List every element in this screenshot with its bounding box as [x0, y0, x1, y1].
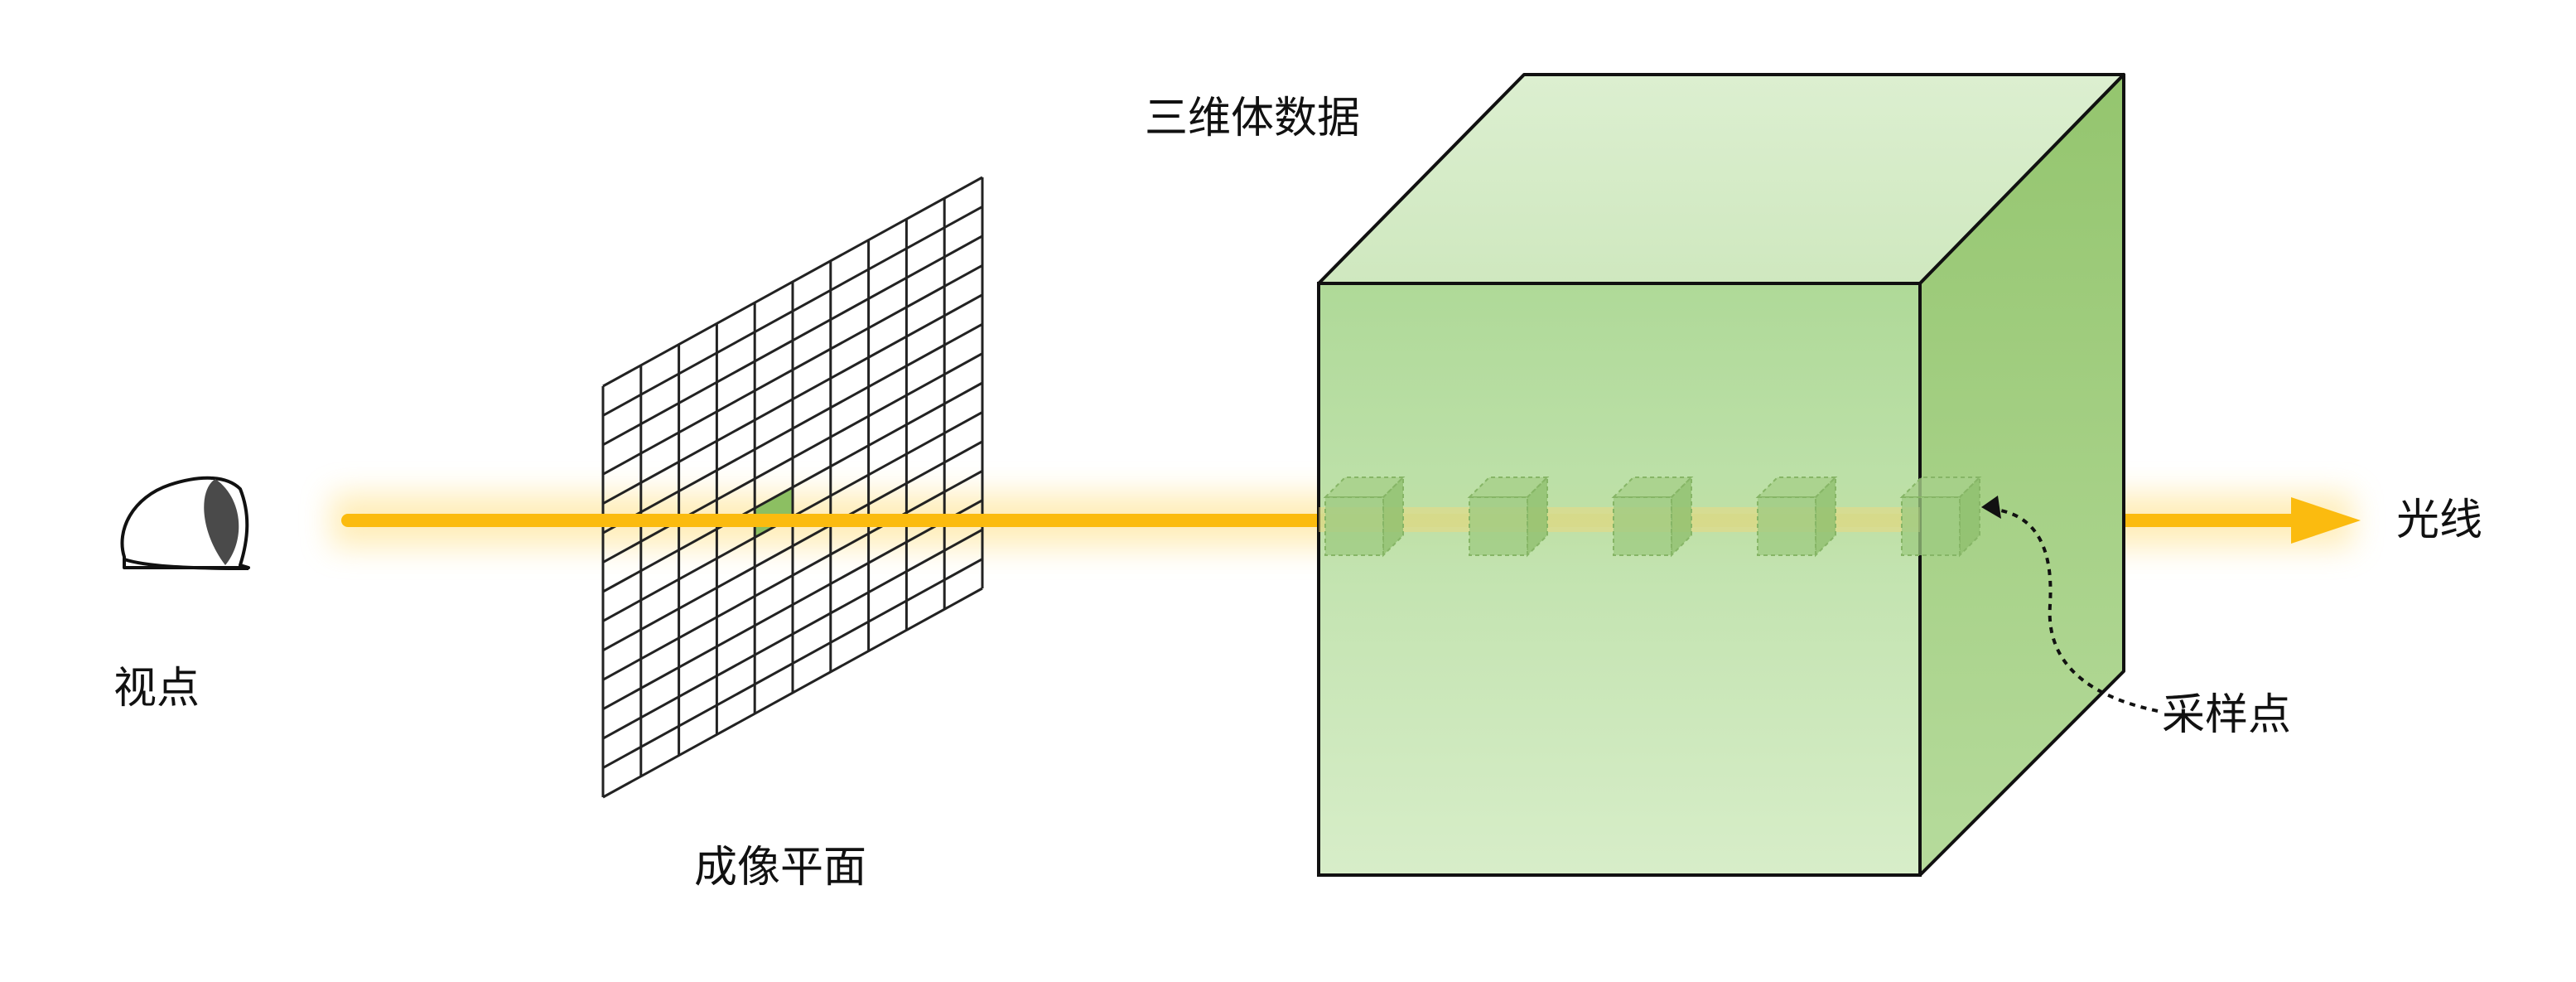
grid-row-line [602, 528, 983, 740]
sample-annotation-arrowhead [1981, 496, 2001, 519]
sample-cube [1899, 475, 1982, 558]
sample-points [1323, 475, 1982, 558]
grid-row-line [602, 235, 983, 447]
grid-row-line [602, 206, 983, 417]
grid-row-line [602, 440, 983, 652]
grid-row-line [602, 381, 983, 593]
ray-label: 光线 [2396, 496, 2482, 545]
grid-row-line [602, 293, 983, 506]
sample-cube [1323, 475, 1406, 558]
viewpoint-label: 视点 [113, 664, 200, 714]
sample-cube [1467, 475, 1550, 558]
grid-row-line [602, 499, 983, 711]
sample-points-label: 采样点 [2162, 690, 2291, 740]
grid-row-line [602, 322, 983, 535]
image-plane-label: 成像平面 [694, 843, 866, 893]
grid-row-line [602, 264, 983, 476]
grid-row-line [602, 176, 983, 388]
sample-cube [1611, 475, 1694, 558]
sample-annotation-arrow [1989, 507, 2159, 713]
ray-arrowhead [2291, 497, 2361, 544]
eye-icon [120, 476, 250, 570]
image-plane-grid [601, 176, 984, 799]
sample-cube [1755, 475, 1838, 558]
grid-row-line [602, 587, 983, 799]
volume-data-label: 三维体数据 [1145, 94, 1360, 143]
grid-row-line [602, 558, 983, 769]
grid-row-line [602, 352, 983, 564]
volume-data-cube [1317, 73, 2125, 877]
grid-row-line [602, 469, 983, 681]
